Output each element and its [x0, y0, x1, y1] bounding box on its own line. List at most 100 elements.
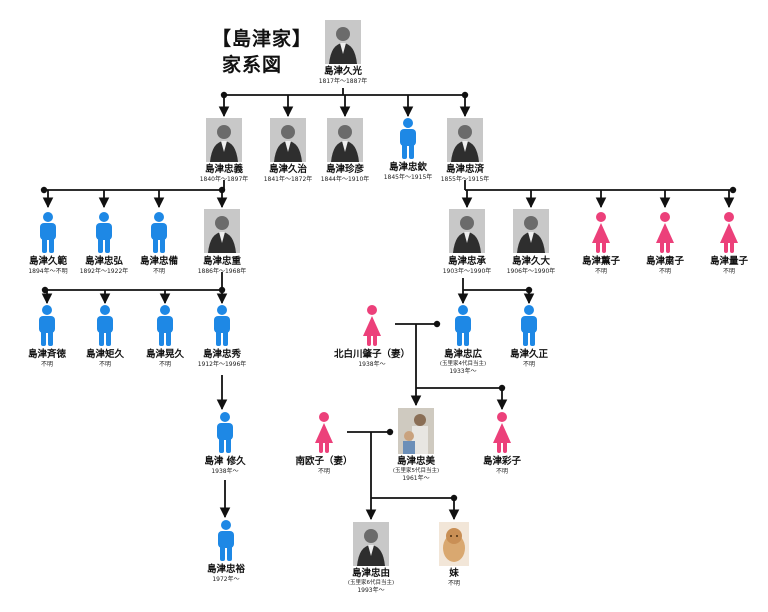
- person-label-ayako: 島津彩子不明: [442, 456, 562, 476]
- female-person-icon: [360, 305, 384, 351]
- person-note: (玉里家5代目当主): [392, 468, 440, 474]
- person-name: 島津忠欽: [388, 162, 427, 173]
- person-label-imouto: 妹不明: [394, 568, 514, 588]
- person-dates: 不明: [152, 268, 165, 275]
- person-label-hiroko: 島津粛子不明: [605, 256, 725, 276]
- person-name: 島津矩久: [85, 349, 124, 360]
- person-name: 島津忠弘: [84, 256, 123, 267]
- person-dates: 不明: [158, 361, 171, 368]
- person-name: 島津久範: [28, 256, 67, 267]
- person-dates: 1886年～1968年: [197, 268, 247, 275]
- person-label-shirakawa: 北白川肇子（妻）1938年～: [312, 349, 432, 369]
- person-name: 島津忠重: [202, 256, 241, 267]
- person-label-tadanori: 島津斉徳不明: [0, 349, 107, 369]
- person-name: 島津忠裕: [206, 564, 245, 575]
- person-name: 北白川肇子（妻）: [333, 349, 410, 360]
- person-name: 島津久治: [268, 164, 307, 175]
- person-note: (玉里家6代目当主): [347, 580, 395, 586]
- person-dates: 1938年～: [358, 361, 386, 368]
- person-name: 島津久大: [511, 256, 550, 267]
- person-name: 島津量子: [709, 256, 748, 267]
- person-name: 島津薫子: [581, 256, 620, 267]
- person-dates: 不明: [317, 468, 330, 475]
- male-person-icon: [93, 212, 115, 258]
- person-name: 島津忠承: [447, 256, 486, 267]
- person-label-ryoko: 島津量子不明: [669, 256, 768, 276]
- person-name: 妹: [449, 568, 459, 579]
- person-dates: 1903年～1990年: [442, 268, 492, 275]
- person-label-tadayoshi5: 島津忠美(玉里家5代目当主)1961年～: [356, 456, 476, 483]
- person-label-tadayoshi6: 島津忠由(玉里家6代目当主)1993年～: [311, 568, 431, 595]
- person-dates: 1933年～: [449, 368, 477, 375]
- person-dates: 不明: [522, 361, 535, 368]
- person-dates: 1972年～: [212, 576, 240, 583]
- person-label-akihisa: 島津晃久不明: [105, 349, 225, 369]
- person-label-hisamasa: 島津久正不明: [469, 349, 589, 369]
- male-person-icon: [215, 520, 237, 566]
- female-person-icon: [490, 412, 514, 458]
- family-photo: [398, 408, 434, 454]
- junction-dot: [433, 320, 441, 328]
- person-name: 島津忠秀: [202, 349, 241, 360]
- male-person-icon: [397, 118, 419, 164]
- portrait-photo: [270, 118, 306, 162]
- person-name: 島津忠広: [443, 349, 482, 360]
- person-name: 島津 修久: [204, 456, 246, 467]
- male-person-icon: [154, 305, 176, 351]
- person-name: 島津晃久: [145, 349, 184, 360]
- person-dates: 不明: [40, 361, 53, 368]
- person-dates: 1906年～1990年: [506, 268, 556, 275]
- person-name: 島津久光: [323, 66, 362, 77]
- person-dates: 不明: [658, 268, 671, 275]
- female-person-icon: [717, 212, 741, 258]
- person-name: 島津忠由: [351, 568, 390, 579]
- person-dates: 1841年～1872年: [263, 176, 313, 183]
- portrait-photo: [353, 522, 389, 566]
- person-label-tadasonae: 島津忠備不明: [99, 256, 219, 276]
- portrait-photo: [204, 208, 240, 254]
- male-person-icon: [518, 305, 540, 351]
- male-person-icon: [94, 305, 116, 351]
- person-dates: 不明: [447, 580, 460, 587]
- person-name: 島津忠義: [204, 164, 243, 175]
- person-name: 島津忠美: [396, 456, 435, 467]
- person-dates: 不明: [98, 361, 111, 368]
- person-dates: 1817年～1887年: [318, 78, 368, 85]
- person-label-nanoko: 南欧子（妻）不明: [264, 456, 384, 476]
- female-person-icon: [653, 212, 677, 258]
- male-person-icon: [36, 305, 58, 351]
- female-person-icon: [589, 212, 613, 258]
- person-note: (玉里家4代目当主): [439, 361, 487, 367]
- person-dates: 不明: [722, 268, 735, 275]
- female-person-icon: [312, 412, 336, 458]
- person-label-norihisa: 島津矩久不明: [45, 349, 165, 369]
- person-name: 島津粛子: [645, 256, 684, 267]
- male-person-icon: [452, 305, 474, 351]
- child-photo: [439, 522, 469, 566]
- male-person-icon: [37, 212, 59, 258]
- person-dates: 不明: [594, 268, 607, 275]
- male-person-icon: [214, 412, 236, 458]
- male-person-icon: [148, 212, 170, 258]
- person-label-kaoruko: 島津薫子不明: [541, 256, 661, 276]
- person-dates: 1912年～1996年: [197, 361, 247, 368]
- person-name: 島津忠備: [139, 256, 178, 267]
- male-person-icon: [211, 305, 233, 351]
- person-name: 島津珍彦: [325, 164, 364, 175]
- portrait-photo: [327, 118, 363, 162]
- person-label-tadahiro: 島津忠広(玉里家4代目当主)1933年～: [403, 349, 523, 376]
- person-dates: 1845年～1915年: [383, 174, 433, 181]
- person-name: 島津久正: [509, 349, 548, 360]
